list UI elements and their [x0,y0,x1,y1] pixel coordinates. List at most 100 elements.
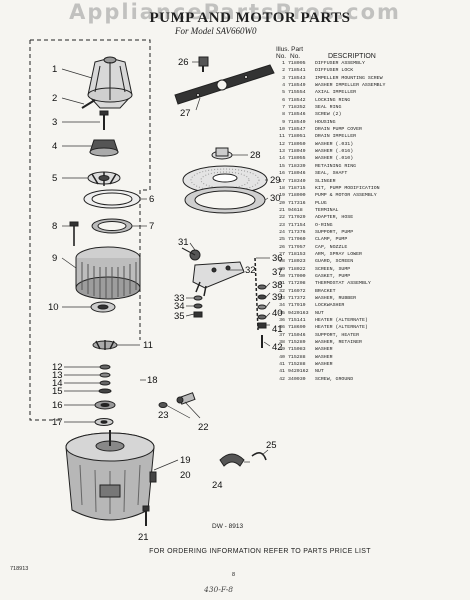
callout-1: 1 [52,64,57,75]
model-subtitle: For Model SAV660W0 [175,26,257,36]
part-number-index: 32 [279,288,285,294]
callout-32: 32 [245,265,256,276]
part-number: 718055 [288,156,306,162]
part-description: PUMP & MOTOR ASSEMBLY [315,193,377,199]
pump-gasket [184,186,266,214]
callout-22: 22 [198,422,209,433]
part-number: 9420162 [288,369,309,375]
part-number-index: 38 [279,340,285,346]
callout-7: 7 [149,221,154,232]
callout-14: 14 [52,378,63,389]
o-ring [158,402,168,408]
pump-motor-assembly [65,430,155,521]
part-number-index: 23 [279,222,285,228]
callout-40: 40 [272,308,283,319]
callout-16: 16 [52,400,63,411]
heater-element [254,257,259,331]
part-number: 718095 [288,61,306,66]
part-number: 716972 [288,288,306,294]
nozzle-cap [198,56,209,72]
part-description: BRACKET [315,288,336,294]
pump-housing [75,246,141,300]
part-number: 718352 [288,105,306,111]
part-number-index: 16 [279,171,285,177]
header-part-no: No. [290,53,301,60]
plug [149,471,157,483]
washer-impeller [89,139,119,157]
shaft-seal [94,400,116,410]
terminal [142,505,150,526]
part-number-index: 3 [282,75,285,81]
callout-33: 33 [174,293,185,304]
part-number-index: 8 [282,112,285,118]
part-number: 717154 [288,222,306,228]
callout-31: 31 [178,237,189,248]
part-description: DIFFUSER ASSEMBLY [315,61,365,66]
part-number: 715083 [288,347,306,353]
part-number: 717060 [288,237,306,243]
diffuser-assembly [87,56,133,109]
part-number: 717029 [288,215,306,221]
part-number: 715288 [288,362,306,368]
callout-39: 39 [272,292,283,303]
part-number: 718543 [288,75,306,81]
footer-mark: 8 [232,572,236,578]
part-description: DRAIN IMPELLER [315,134,357,140]
locking-ring [83,189,141,209]
part-number-index: 22 [279,215,285,221]
callout-4: 4 [52,141,57,152]
part-number: 718340 [288,178,306,184]
part-description: O-RING [315,222,333,228]
part-number-index: 36 [279,325,285,331]
part-number-index: 9 [282,119,285,125]
callout-19: 19 [180,455,191,466]
callout-23: 23 [158,410,169,421]
part-description: TERMINAL [315,207,339,213]
bracket-fasteners [193,295,203,318]
part-description: IMPELLER MOUNTING SCREW [315,75,383,81]
part-number: 715289 [288,340,306,346]
part-number-index: 40 [279,354,285,360]
slinger [94,418,114,426]
callout-5: 5 [52,173,57,184]
header-description: DESCRIPTION [328,53,376,60]
part-number-index: 2 [282,68,285,74]
part-description: PLUG [315,200,327,206]
part-number-index: 13 [279,149,285,155]
callout-labels: 1 2 3 4 5 6 7 8 9 10 11 12 13 14 15 16 1… [48,57,283,543]
pump-support [219,453,245,467]
part-number-index: 21 [279,207,285,213]
sump-screen [182,165,268,195]
drawing-number: DW - 8913 [212,523,244,530]
part-number: 718547 [288,127,306,133]
part-description: WASHER (.016) [315,149,354,155]
part-number: 718549 [288,83,306,89]
part-description: SCREEN, SUMP [315,266,351,272]
handwritten-note: 430-F-8 [204,585,234,594]
part-number-index: 27 [279,251,285,257]
heater-hardware [257,284,267,348]
callout-29: 29 [270,175,281,186]
part-description: NUT [315,310,324,316]
callout-11: 11 [143,340,153,351]
part-description: CAP, NOZZLE [315,244,348,250]
part-number: 718023 [288,259,306,265]
impeller-mounting-screw [99,110,109,130]
part-number-index: 29 [279,266,285,272]
part-number: 717316 [288,200,306,206]
watermark: AppliancePartsPros.com [69,0,401,24]
